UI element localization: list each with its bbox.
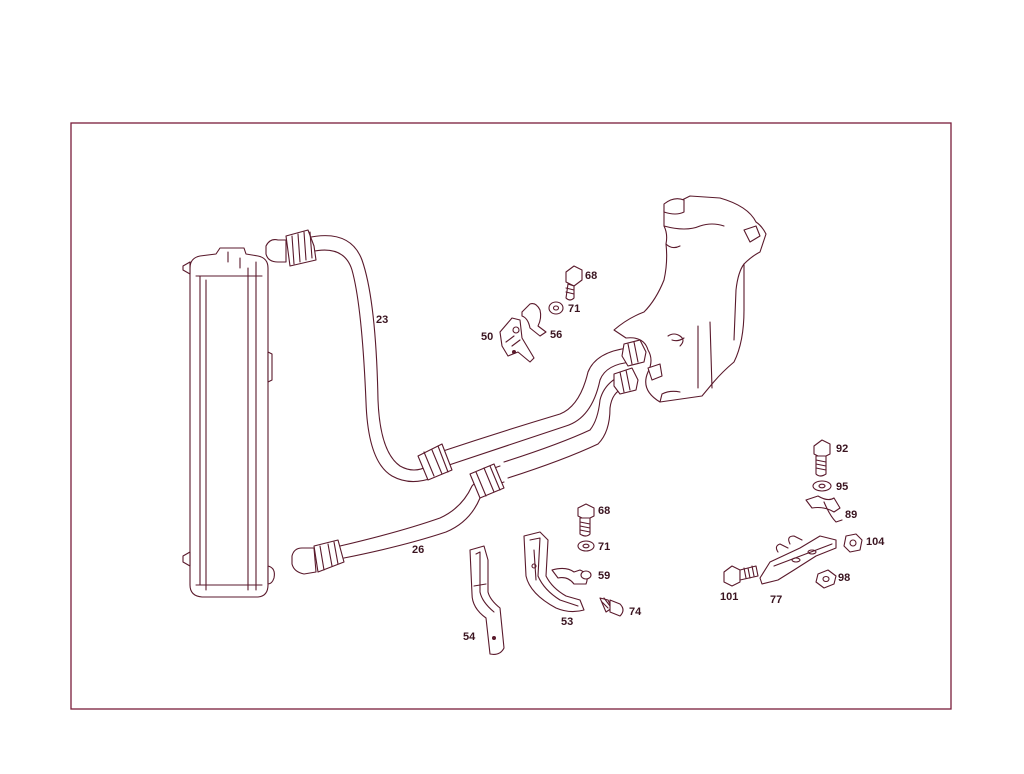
label-68-lower: 68 [598, 505, 610, 517]
label-53: 53 [561, 616, 573, 628]
clamp-89 [805, 495, 843, 523]
label-104: 104 [866, 536, 885, 548]
nut-104 [843, 533, 863, 553]
part-labels: 23 26 50 56 68 71 68 71 59 74 53 54 92 9… [376, 270, 885, 643]
label-71-upper: 71 [568, 303, 580, 315]
label-77: 77 [770, 594, 782, 606]
label-95: 95 [836, 481, 848, 493]
label-56: 56 [550, 329, 562, 341]
label-23: 23 [376, 314, 388, 326]
label-68-upper: 68 [585, 270, 597, 282]
washer-71-upper [548, 301, 564, 315]
bolt-74 [599, 597, 624, 617]
label-92: 92 [836, 443, 848, 455]
clamp-59 [551, 567, 592, 585]
label-26: 26 [412, 544, 424, 556]
bracket-53 [523, 531, 585, 613]
oil-line-23 [265, 229, 647, 483]
oil-reservoir-tank [613, 195, 767, 403]
nut-98 [815, 569, 837, 589]
label-71-lower: 71 [598, 541, 610, 553]
label-98: 98 [838, 572, 850, 584]
label-89: 89 [845, 509, 857, 521]
bolt-68-upper [565, 265, 583, 301]
label-54: 54 [463, 631, 476, 643]
bracket-54 [469, 545, 505, 655]
bolt-101 [723, 565, 759, 587]
oil-cooler-radiator [182, 247, 275, 598]
bracket-77 [759, 535, 837, 585]
bolt-92 [813, 439, 831, 477]
label-59: 59 [598, 570, 610, 582]
label-50: 50 [481, 331, 493, 343]
oil-line-26 [291, 367, 639, 575]
washer-95 [812, 480, 832, 492]
washer-71-lower [577, 540, 595, 552]
clamp-56 [521, 303, 547, 337]
bolt-68-lower [577, 503, 595, 537]
label-101: 101 [720, 591, 738, 603]
bracket-50 [499, 317, 535, 363]
label-74: 74 [629, 606, 642, 618]
diagram-frame [70, 122, 952, 710]
